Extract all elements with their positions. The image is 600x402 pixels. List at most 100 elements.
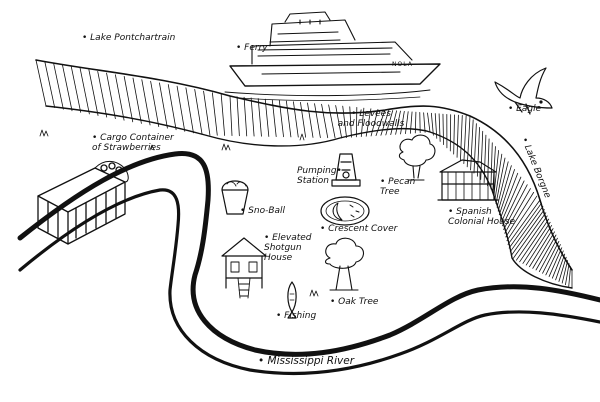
- pumping-station-icon: [331, 153, 361, 187]
- levee-hatch-line: [97, 71, 108, 118]
- label-oak-tree: • Oak Tree: [330, 297, 379, 307]
- levee-hatch-line: [264, 98, 270, 137]
- levee-hatch-line: [53, 62, 64, 110]
- levee-hatch-line: [285, 100, 292, 138]
- levee-hatch-line: [535, 234, 557, 271]
- levee-hatch-line: [365, 108, 372, 137]
- levee-hatch-line: [159, 82, 168, 129]
- levee-hatch-line: [185, 87, 194, 134]
- levee-hatch-line: [400, 110, 405, 135]
- levee-hatch-line: [470, 119, 474, 171]
- levee-hatch-line: [495, 157, 506, 205]
- ferry-hull-text: NOLA: [392, 61, 413, 68]
- levee-hatch-line: [497, 165, 512, 212]
- levee-hatch-line: [106, 72, 116, 120]
- levee-hatch-line: [35, 59, 47, 107]
- levee-hatch-line: [456, 114, 459, 158]
- levee-hatch-line: [335, 105, 343, 139]
- levee-hatch-line: [203, 90, 211, 136]
- levee-hatch-line: [504, 188, 531, 234]
- ferry-icon: [224, 11, 441, 101]
- levee-hatch-line: [229, 95, 233, 137]
- levee-hatch-line: [385, 110, 394, 136]
- shotgun-house-icon: [221, 237, 267, 299]
- cargo-container-icon: [37, 161, 129, 245]
- levee-hatch-line: [558, 256, 567, 282]
- levee-hatch-line: [507, 199, 541, 245]
- levee-hatch-line: [463, 115, 467, 165]
- levee-hatch-line: [70, 66, 82, 113]
- levee-hatch-line: [532, 231, 555, 269]
- levee-hatch-line: [506, 195, 538, 242]
- levee-hatch-line: [167, 84, 177, 131]
- eagle-icon: [494, 67, 553, 115]
- levee-hatch-line: [548, 247, 563, 277]
- levee-wall: [35, 59, 573, 289]
- levee-hatch-line: [460, 115, 463, 161]
- levee-hatch-line: [141, 79, 151, 126]
- levee-hatch-line: [44, 61, 56, 108]
- levee-hatch-line: [538, 237, 558, 273]
- levee-hatch-line: [498, 169, 515, 216]
- grass-tufts: [39, 129, 319, 297]
- levee-hatch-line: [512, 212, 547, 259]
- levee-hatch-line: [314, 103, 321, 138]
- label-ferry: • Ferry: [236, 43, 268, 53]
- levee-hatch-line: [300, 101, 307, 138]
- levee-hatch-line: [150, 80, 160, 127]
- label-lake-pontchartrain: • Lake Pontchartrain: [82, 33, 176, 43]
- levee-hatch-line: [321, 103, 329, 139]
- levee-hatch-line: [409, 111, 413, 134]
- label-sno-ball: • Sno-Ball: [240, 206, 286, 216]
- levee-hatch-line: [509, 205, 544, 253]
- levee-hatch-line: [405, 111, 409, 135]
- levee-hatch-line: [430, 112, 434, 136]
- levee-hatch-line: [503, 184, 528, 230]
- levee-hatch-line: [380, 109, 390, 136]
- levee-hatch-line: [502, 180, 525, 227]
- levee-hatch-line: [551, 250, 564, 279]
- levee-hatch-line: [493, 149, 500, 197]
- levee-hatch-line: [434, 113, 438, 139]
- levee-hatch-line: [123, 75, 134, 123]
- levee-hatch-line: [414, 111, 417, 134]
- levee-hatch-line: [496, 161, 509, 208]
- label-fishing: • Fishing: [276, 311, 317, 321]
- label-cargo-container: • Cargo Container of Strawberries: [92, 133, 174, 153]
- crescent-cover-icon: [320, 196, 370, 226]
- levee-hatch-line: [62, 64, 73, 112]
- pecan-tree-icon: [398, 134, 436, 181]
- label-crescent-cover: • Crescent Cover: [320, 224, 398, 234]
- levee-hatch-line: [438, 113, 441, 142]
- levee-hatch-line: [568, 266, 571, 287]
- levee-hatch-line: [545, 244, 561, 276]
- levee-hatch-line: [453, 114, 455, 155]
- levee-hatch-line: [476, 127, 480, 177]
- levee-hatch-line: [505, 191, 535, 238]
- label-levees: • Levees and Floodwalls: [331, 109, 411, 129]
- levee-hatch-line: [211, 92, 218, 136]
- levee-hatch-line: [236, 96, 240, 137]
- levee-hatch-line: [349, 106, 352, 138]
- levee-hatch-line: [220, 93, 226, 136]
- mississippi-river: [17, 151, 600, 376]
- levee-hatch-line: [370, 108, 379, 137]
- levee-hatch-line: [427, 112, 431, 133]
- levee-hatch-line: [278, 100, 284, 138]
- levee-hatch-line: [114, 74, 125, 121]
- levee-hatch-line: [271, 99, 277, 137]
- levee-hatch-line: [395, 110, 401, 135]
- levee-hatch-line: [423, 112, 426, 133]
- levee-hatch-line: [176, 85, 186, 132]
- levee-hatch-line: [510, 209, 545, 256]
- fishing-icon: [287, 281, 297, 319]
- levee-hatch-line: [494, 153, 503, 201]
- label-mississippi-river: • Mississippi River: [258, 355, 355, 367]
- label-spanish-house: • Spanish Colonial House: [448, 207, 516, 227]
- label-pumping-station: Pumping• Station: [297, 166, 342, 186]
- levees-text: • Levees and Floodwalls: [337, 109, 405, 129]
- levee-hatch-line: [88, 69, 99, 116]
- levee-hatch-line: [508, 202, 542, 249]
- sno-ball-icon: [221, 180, 249, 215]
